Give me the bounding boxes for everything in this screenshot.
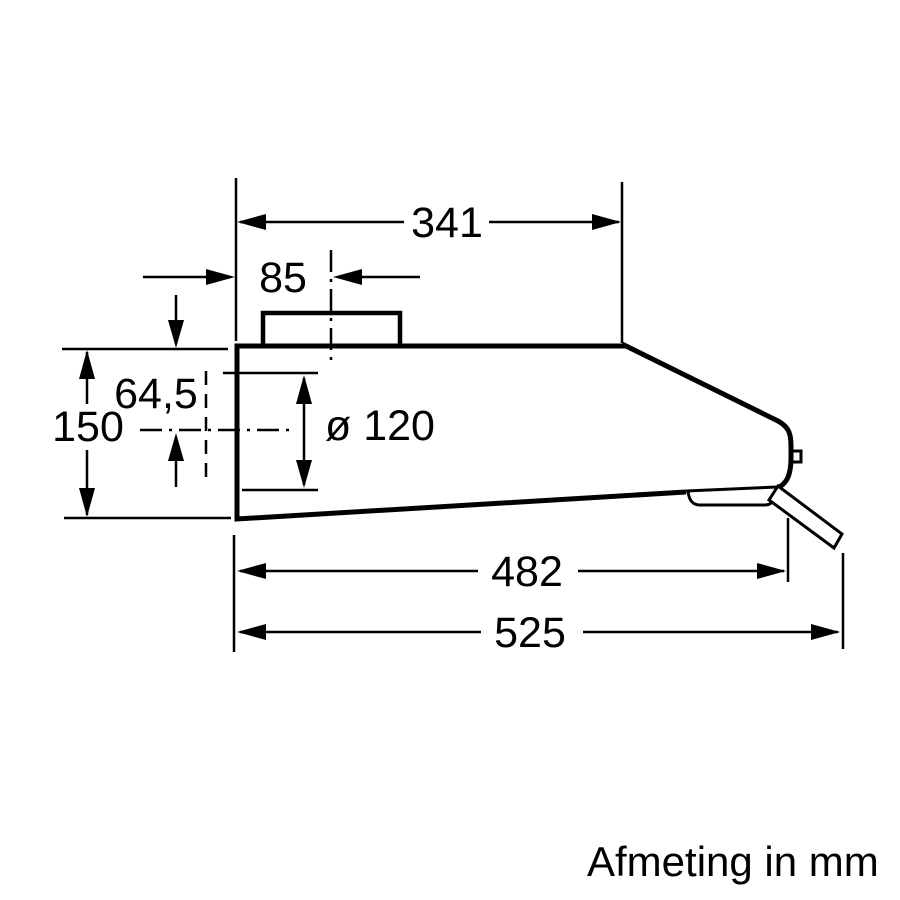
arrowhead-right-pointing xyxy=(206,269,235,285)
arrowhead-down xyxy=(79,488,95,517)
dim-top-width: 341 xyxy=(237,199,621,247)
dim-label-height: 150 xyxy=(52,403,124,451)
arrowhead-down xyxy=(168,320,184,348)
dim-total-depth: 525 xyxy=(237,609,840,657)
hood-outline xyxy=(234,310,844,551)
arrowhead-up xyxy=(296,375,312,404)
arrowhead-left xyxy=(237,563,266,579)
arrowhead-up xyxy=(168,433,184,461)
dim-label-duct-center: 64,5 xyxy=(114,370,198,418)
arrowhead-right xyxy=(592,214,621,230)
arrowhead-left xyxy=(237,624,266,640)
arrowhead-right xyxy=(757,563,786,579)
arrowhead-left xyxy=(237,214,266,230)
dim-height: 150 xyxy=(52,350,124,517)
handle xyxy=(766,483,844,551)
arrowhead-right xyxy=(811,624,840,640)
hood-front-slope xyxy=(620,341,794,492)
dim-label-total-depth: 525 xyxy=(494,609,566,657)
arrowhead-down xyxy=(296,460,312,488)
units-caption: Afmeting in mm xyxy=(587,838,879,885)
grip-channel xyxy=(686,489,778,507)
extension-lines xyxy=(62,178,845,652)
hood-body-back-top-bottom xyxy=(234,343,687,522)
dim-label-duct-diameter: ø 120 xyxy=(325,402,435,450)
dim-label-duct-offset: 85 xyxy=(259,254,307,302)
side-tab xyxy=(791,449,803,464)
bottom-lip-line xyxy=(685,485,778,493)
dim-duct-offset: 85 xyxy=(143,254,420,302)
dim-label-top-width: 341 xyxy=(411,199,483,247)
duct-collar xyxy=(260,310,403,346)
dim-bottom-depth: 482 xyxy=(237,548,786,596)
arrowhead-up xyxy=(79,350,95,379)
dim-duct-center-from-top: 64,5 xyxy=(114,295,198,487)
reference-lines xyxy=(140,250,333,486)
dim-duct-diameter: ø 120 xyxy=(296,375,435,488)
dim-label-bottom-depth: 482 xyxy=(491,548,563,596)
